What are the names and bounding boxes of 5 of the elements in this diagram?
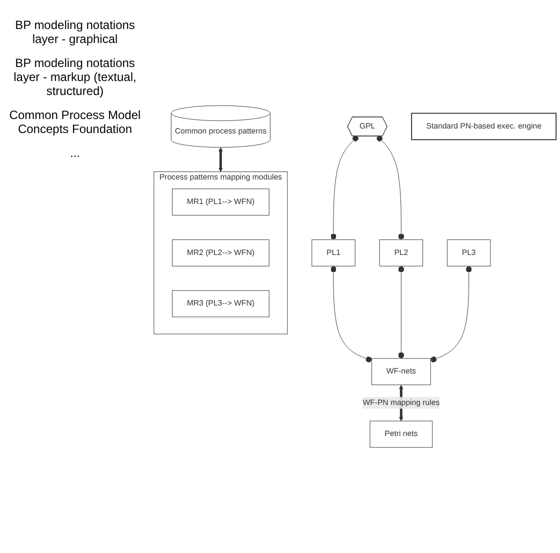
layer-label: ... [68, 146, 81, 160]
layer-label: BP modeling notations layer - graphical [14, 18, 136, 46]
arrow [218, 147, 223, 172]
layer-label: Common Process Model Concepts Foundation [8, 108, 142, 136]
layer-label: BP modeling notations layer - markup (textual, structured) [12, 56, 138, 98]
